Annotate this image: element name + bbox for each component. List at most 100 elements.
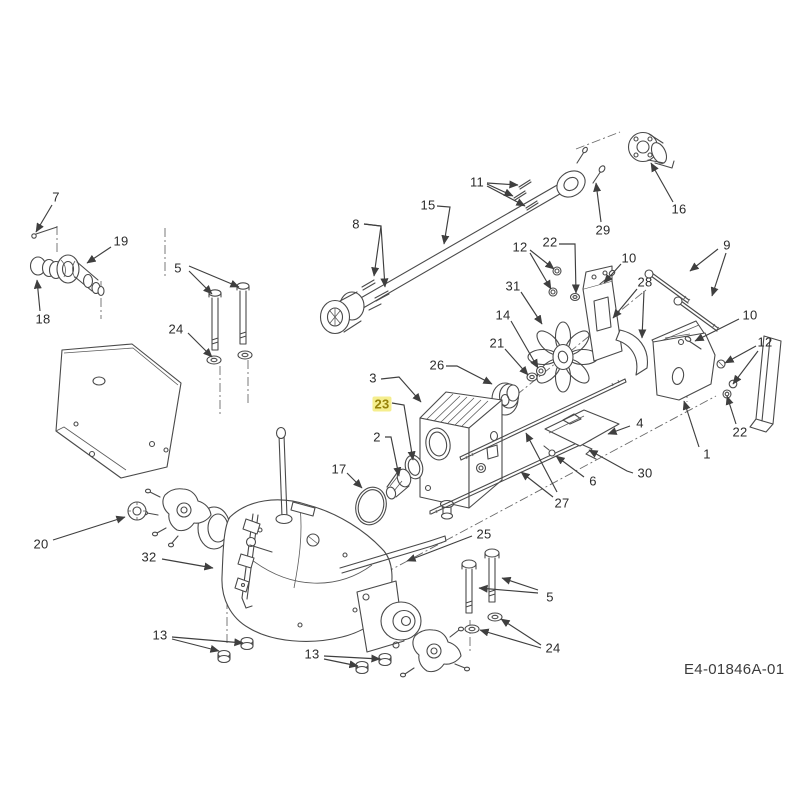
part-callout-9[interactable]: 9 — [723, 237, 731, 253]
part-callout-30[interactable]: 30 — [637, 465, 653, 481]
part-callout-7[interactable]: 7 — [52, 189, 60, 205]
leader-line-22 — [559, 243, 580, 294]
part-callout-8[interactable]: 8 — [352, 216, 360, 232]
leader-line-11 — [486, 180, 519, 189]
leader-line-17 — [346, 472, 363, 489]
part-callout-22[interactable]: 22 — [732, 424, 748, 440]
part-callout-10[interactable]: 10 — [621, 250, 637, 266]
leader-line-24 — [500, 618, 542, 646]
leader-line-5 — [501, 576, 539, 591]
part-callout-27[interactable]: 27 — [554, 495, 570, 511]
part-callout-31[interactable]: 31 — [505, 278, 521, 294]
part-callout-24[interactable]: 24 — [545, 640, 561, 656]
leader-line-9 — [689, 248, 719, 272]
part-callout-4[interactable]: 4 — [636, 415, 644, 431]
leader-line-13 — [323, 654, 381, 663]
leader-line-24 — [479, 628, 542, 649]
part-callout-22[interactable]: 22 — [542, 234, 558, 250]
fan-and-pulley-artwork — [491, 321, 599, 416]
leader-line-11 — [486, 183, 514, 197]
leader-line-18 — [33, 279, 42, 312]
leader-line-24 — [187, 332, 213, 358]
drawing-number: E4-01846A-01 — [684, 661, 785, 678]
part-callout-6[interactable]: 6 — [589, 473, 597, 489]
part-callout-1[interactable]: 1 — [703, 446, 711, 462]
leader-line-20 — [52, 515, 126, 541]
part-callout-11[interactable]: 11 — [469, 174, 485, 190]
part-callout-28[interactable]: 28 — [637, 274, 653, 290]
input-coupler-artwork — [29, 226, 105, 297]
part-callout-21[interactable]: 21 — [489, 335, 505, 351]
leader-line-22 — [725, 395, 737, 425]
part-callout-10[interactable]: 10 — [742, 307, 758, 323]
part-callout-29[interactable]: 29 — [595, 222, 611, 238]
part-callout-14[interactable]: 14 — [495, 307, 511, 323]
leader-line-2 — [385, 436, 402, 477]
leader-line-5 — [188, 265, 240, 288]
part-callout-12[interactable]: 12 — [512, 239, 528, 255]
leader-line-6 — [555, 455, 585, 478]
leader-line-10 — [603, 263, 622, 284]
leader-line-12 — [724, 345, 757, 364]
leader-line-7 — [35, 204, 53, 233]
leader-line-8 — [363, 223, 382, 277]
driveshaft-artwork — [319, 131, 675, 335]
part-callout-18[interactable]: 18 — [35, 311, 51, 327]
leader-line-12 — [529, 252, 552, 290]
leader-line-9 — [710, 252, 727, 297]
leader-line-30 — [588, 449, 634, 474]
leader-line-15 — [436, 205, 451, 245]
leader-line-21 — [504, 348, 529, 376]
part-callout-17[interactable]: 17 — [331, 461, 347, 477]
part-callout-5[interactable]: 5 — [546, 589, 554, 605]
mount-bolts-bottom-artwork — [461, 548, 503, 634]
leader-line-4 — [607, 425, 631, 435]
leader-line-13 — [323, 658, 359, 669]
part-callout-15[interactable]: 15 — [420, 197, 436, 213]
part-callout-19[interactable]: 19 — [113, 233, 129, 249]
part-callout-3[interactable]: 3 — [369, 370, 377, 386]
leader-line-19 — [86, 246, 112, 264]
part-callout-13[interactable]: 13 — [152, 627, 168, 643]
part-callout-5[interactable]: 5 — [174, 260, 182, 276]
part-callout-13[interactable]: 13 — [304, 646, 320, 662]
part-callout-26[interactable]: 26 — [429, 357, 445, 373]
part-callout-32[interactable]: 32 — [141, 549, 157, 565]
leader-line-27 — [525, 432, 558, 493]
mount-bolts-left-artwork — [206, 282, 253, 365]
part-callout-12[interactable]: 12 — [757, 334, 773, 350]
leader-line-10 — [694, 318, 740, 342]
leader-line-12 — [529, 249, 555, 270]
leader-line-13 — [171, 638, 220, 653]
frame-and-brackets-artwork — [543, 265, 782, 460]
leader-line-28 — [638, 290, 647, 339]
leader-line-31 — [520, 291, 543, 325]
pump-artwork — [355, 391, 503, 526]
shield-plate-artwork — [55, 343, 182, 479]
leader-line-11 — [486, 185, 526, 207]
leader-line-29 — [593, 182, 602, 223]
part-callout-24[interactable]: 24 — [168, 321, 184, 337]
leader-line-16 — [650, 162, 674, 203]
transaxle-artwork — [127, 426, 471, 678]
leader-line-1 — [682, 400, 700, 448]
leader-line-28 — [612, 288, 638, 319]
leader-line-5 — [478, 584, 539, 594]
part-callout-20[interactable]: 20 — [33, 536, 49, 552]
leader-line-23 — [391, 402, 416, 461]
leader-line-12 — [732, 350, 759, 385]
leader-line-3 — [380, 376, 422, 403]
leader-lines-layer — [33, 162, 759, 669]
leader-line-8 — [363, 223, 389, 288]
part-callout-23-highlighted[interactable]: 23 — [372, 396, 392, 412]
part-callout-2[interactable]: 2 — [373, 429, 381, 445]
part-callout-25[interactable]: 25 — [476, 526, 492, 542]
part-callout-16[interactable]: 16 — [671, 201, 687, 217]
leader-line-25 — [406, 535, 473, 562]
leader-line-27 — [520, 471, 554, 498]
leader-line-32 — [161, 558, 214, 571]
leader-line-14 — [510, 320, 539, 369]
leader-line-5 — [188, 270, 213, 295]
